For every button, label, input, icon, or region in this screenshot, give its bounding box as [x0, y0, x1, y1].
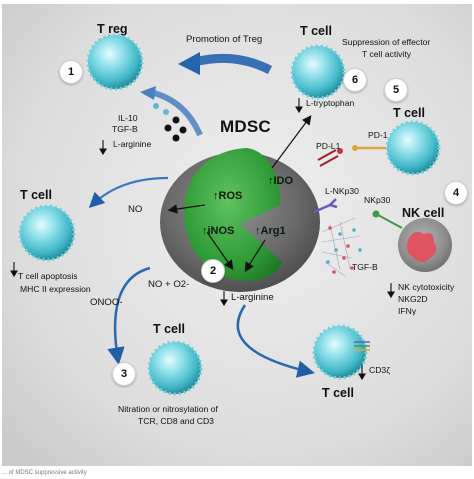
label-nitration-1: Nitration or nitrosylation of: [118, 404, 218, 414]
arrow-promotion-treg: [193, 53, 273, 75]
figure-caption: ... of MDSC suppressive activity: [2, 470, 87, 476]
label-no: NO: [128, 204, 143, 215]
label-promotion-treg: Promotion of Treg: [186, 34, 263, 45]
tgfb-particles: [326, 226, 362, 274]
label-ltryptophan: L-tryptophan: [306, 98, 355, 108]
treg-title: T reg: [97, 22, 128, 36]
enzyme-ido: ↑IDO: [268, 175, 294, 187]
arrow-inos: [206, 231, 234, 270]
step-number-6: 6: [343, 68, 367, 92]
arrow-to-left-tcell: [88, 176, 169, 209]
label-no-o2: NO + O2-: [148, 279, 190, 290]
label-onoo: ONOO-: [90, 297, 123, 308]
t-cell-left: [18, 204, 76, 262]
label-suppression-2: T cell activity: [362, 49, 412, 59]
t-cell-bottom-right: [312, 324, 368, 380]
step-number-1: 1: [59, 60, 83, 84]
label-pdl1: PD-L1: [316, 141, 341, 151]
arrow-arg1: [244, 239, 266, 273]
pd1-receptor: [352, 145, 386, 151]
down-arrow-mhc-head: [10, 270, 18, 278]
label-larginine-center: L-arginine: [231, 292, 274, 303]
arrowhead-il10-treg: [140, 86, 156, 100]
t-cell-bottom-right-title: T cell: [322, 386, 354, 400]
label-nkg2d: NKG2D: [398, 294, 428, 304]
pdl1-receptor: [317, 148, 343, 167]
mdsc-nucleus: [184, 148, 282, 281]
label-il10: IL-10: [118, 113, 138, 123]
label-tgfb-center: TGF-B: [352, 262, 378, 272]
t-cell-bottom-left: [147, 340, 203, 396]
label-suppression-1: Suppression of effector: [342, 37, 431, 47]
label-nk-cytotoxicity: NK cytotoxicity: [398, 282, 455, 292]
t-cell-right: [385, 120, 441, 176]
enzyme-ros: ↑ROS: [213, 190, 243, 202]
tgfb-network: [321, 217, 361, 277]
t-cell-top: [290, 44, 346, 100]
enzyme-inos: ↑iNOS: [202, 225, 235, 237]
arrow-to-bottom-left-tcell: [107, 266, 151, 365]
tgfb-dot: [164, 124, 172, 132]
step-number-5: 5: [384, 78, 408, 102]
arrow-il10-treg: [149, 89, 203, 137]
cd3z-receptor: [354, 341, 370, 351]
nkp30-receptor: [372, 210, 403, 229]
label-cd3z: CD3ζ: [369, 365, 390, 375]
label-nitration-2: TCR, CD8 and CD3: [138, 416, 214, 426]
step-number-3: 3: [112, 362, 136, 386]
t-cell-right-title: T cell: [393, 106, 425, 120]
arrowhead-promotion-treg: [178, 52, 200, 75]
tgfb-dot: [172, 116, 180, 124]
mdsc-title: MDSC: [220, 117, 271, 136]
label-lnkp30: L-NKp30: [325, 186, 359, 196]
lnkp30-receptor: [313, 198, 338, 214]
arrow-no: [167, 204, 206, 214]
step-number-4: 4: [444, 181, 468, 205]
label-apoptosis: T cell apoptosis: [18, 271, 78, 281]
label-ifn: IFNγ: [398, 306, 417, 316]
enzyme-arg1: ↑Arg1: [255, 225, 286, 237]
treg-cell: [86, 33, 144, 91]
label-larginine-left: L-arginine: [113, 139, 152, 149]
arrow-to-bottom-right-tcell: [236, 304, 315, 378]
arrow-ido: [271, 115, 312, 169]
nk-cell: [398, 218, 452, 272]
t-cell-left-title: T cell: [20, 188, 52, 202]
label-pd1: PD-1: [368, 130, 388, 140]
il10-dot: [153, 103, 159, 109]
t-cell-bottom-left-title: T cell: [153, 322, 185, 336]
tgfb-dot: [172, 134, 180, 142]
nk-cell-title: NK cell: [402, 206, 445, 220]
tgfb-dot: [179, 126, 187, 134]
label-nkp30: NKp30: [364, 195, 391, 205]
il10-dot: [163, 109, 169, 115]
label-tgfb-left: TGF-B: [112, 124, 138, 134]
t-cell-top-title: T cell: [300, 24, 332, 38]
label-mhc: MHC II expression: [20, 284, 91, 294]
step-number-2: 2: [201, 259, 225, 283]
